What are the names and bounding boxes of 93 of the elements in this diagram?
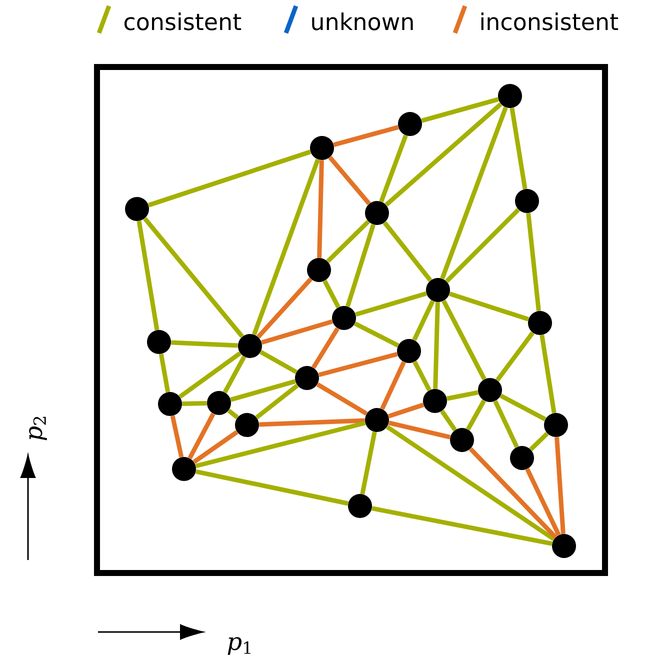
axis-label: p$_{1}$ — [228, 637, 250, 655]
graph-vertex — [552, 534, 576, 558]
graph-edge — [143, 216, 244, 338]
graph-vertex — [332, 306, 356, 330]
graph-vertex — [307, 258, 331, 282]
graph-edge — [256, 278, 312, 338]
graph-edge — [171, 340, 238, 348]
graph-edge — [182, 401, 207, 406]
graph-edge — [554, 437, 566, 534]
graph-vertex — [125, 197, 149, 221]
graph-edge — [178, 351, 242, 399]
graph-vertex — [172, 457, 196, 481]
graph-edge — [252, 158, 320, 336]
graph-edge — [412, 360, 432, 392]
graph-edge — [412, 300, 435, 341]
graph-edge — [195, 469, 349, 506]
graph-edge — [255, 384, 299, 420]
graph-edge — [355, 291, 427, 317]
graph-edge — [493, 400, 519, 448]
graph-vertex — [544, 413, 568, 437]
graph-edge — [326, 220, 370, 264]
graph-edge — [148, 150, 312, 208]
graph-vertex — [147, 330, 171, 354]
graph-edge — [433, 302, 440, 389]
graph-vertex — [365, 201, 389, 225]
graph-edge — [382, 221, 432, 282]
graph-vertex — [397, 339, 421, 363]
graph-vertex — [498, 84, 522, 108]
legend-label: consistent — [124, 12, 242, 30]
graph-edge — [526, 212, 541, 312]
graph-vertex — [238, 334, 262, 358]
graph-vertex — [510, 446, 534, 470]
graph-edge — [529, 432, 549, 452]
graph-edge — [136, 220, 160, 330]
graph-edge — [322, 280, 340, 308]
graph-edge — [384, 102, 502, 207]
graph-edge — [448, 292, 530, 322]
graph-edge — [260, 350, 298, 374]
graph-edge — [333, 125, 399, 147]
legend-label: inconsistent — [481, 12, 618, 30]
graph-edge — [192, 430, 238, 464]
graph-edge — [440, 106, 508, 280]
graph-edge — [317, 160, 324, 258]
graph-edge — [468, 447, 558, 539]
graph-edge — [386, 424, 556, 542]
graph-edge — [440, 410, 457, 432]
graph-vertex — [365, 408, 389, 432]
graph-edge — [496, 331, 535, 382]
graph-edge — [445, 208, 520, 283]
graph-edge — [388, 420, 451, 440]
graph-edge — [510, 108, 528, 190]
graph-edge — [360, 432, 377, 494]
graph-edge — [318, 352, 398, 378]
graph-edge — [380, 361, 406, 410]
graph-edge — [227, 408, 239, 420]
graph-edge — [540, 334, 556, 414]
graph-edge — [261, 319, 333, 345]
graph-vertex — [348, 494, 372, 518]
graph-edge — [230, 379, 296, 402]
graph-edge — [379, 134, 408, 202]
graph-edge — [312, 327, 340, 369]
graph-vertex — [515, 189, 539, 213]
graph-edge — [222, 356, 246, 394]
graph-edge — [195, 420, 366, 468]
graph-vertex — [398, 112, 422, 136]
graph-vertex — [478, 378, 502, 402]
axis-label: p$_{2}$ — [29, 416, 47, 440]
graph-edge — [446, 390, 478, 401]
graph-edge — [372, 506, 552, 546]
graph-vertex — [207, 391, 231, 415]
graph-edge — [354, 322, 400, 348]
graph-edge — [442, 300, 486, 380]
graph-edge — [316, 382, 368, 416]
graph-edge — [421, 97, 499, 123]
graph-edge — [328, 156, 371, 206]
graph-vertex — [310, 136, 334, 160]
graph-edge — [170, 415, 184, 458]
graph-vertex — [450, 428, 474, 452]
graph-vertex — [426, 278, 450, 302]
graph-vertex — [528, 311, 552, 335]
graph-edge — [500, 394, 546, 422]
graph-edge — [259, 418, 365, 427]
graph-vertex — [235, 413, 259, 437]
legend-label: unknown — [312, 12, 413, 30]
graph-vertex — [158, 392, 182, 416]
graph-edge — [188, 412, 216, 460]
graph-edge — [388, 402, 424, 418]
graph-vertex — [295, 366, 319, 390]
graph-edge — [466, 400, 486, 430]
graph-vertex — [423, 389, 447, 413]
graph-edge — [346, 224, 376, 308]
graph-edge — [525, 468, 561, 536]
graph-edge — [158, 354, 170, 392]
